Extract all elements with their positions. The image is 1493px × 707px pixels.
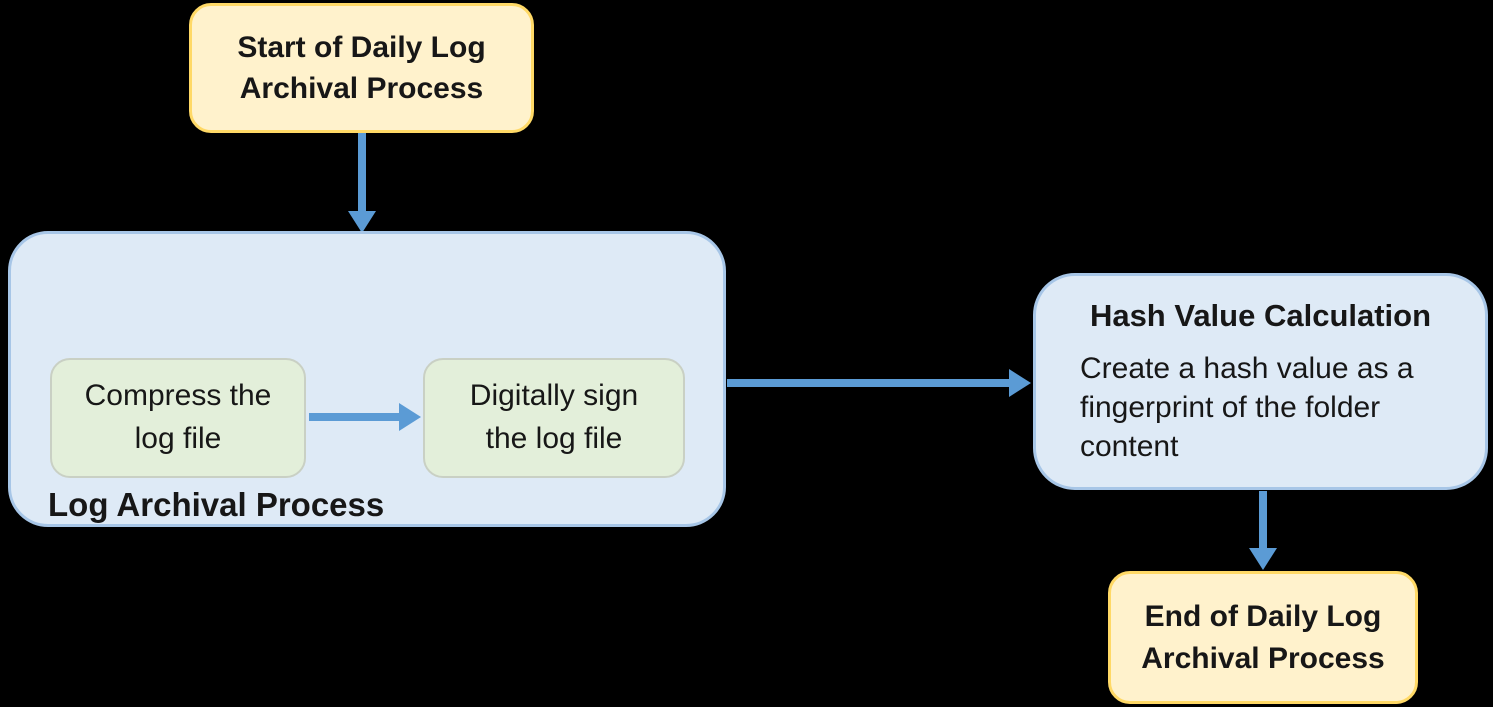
node-compress-step: Compress the log file: [50, 358, 306, 478]
node-sign-label: Digitally sign the log file: [469, 379, 639, 455]
arrow-head-down-icon: [348, 211, 376, 233]
node-compress-label: Compress the log file: [84, 379, 272, 455]
node-start-label: Start of Daily Log Archival Process: [237, 30, 486, 105]
node-hash-value-calculation: Hash Value Calculation Create a hash val…: [1033, 273, 1488, 490]
node-end-label: End of Daily Log Archival Process: [1141, 600, 1385, 675]
arrow-head-right-icon: [1009, 369, 1031, 397]
arrow-shaft: [1259, 491, 1267, 550]
arrow-head-down-icon: [1249, 548, 1277, 570]
node-start-terminal: Start of Daily Log Archival Process: [189, 3, 534, 133]
node-sign-step: Digitally sign the log file: [423, 358, 685, 478]
node-process-title: Log Archival Process: [48, 486, 385, 523]
arrow-shaft: [309, 413, 401, 421]
arrow-shaft: [727, 379, 1011, 387]
node-hash-body: Create a hash value as a fingerprint of …: [1080, 352, 1414, 463]
arrow-shaft: [358, 133, 366, 213]
node-hash-title: Hash Value Calculation: [1089, 298, 1432, 333]
arrow-head-right-icon: [399, 403, 421, 431]
node-end-terminal: End of Daily Log Archival Process: [1108, 571, 1418, 704]
